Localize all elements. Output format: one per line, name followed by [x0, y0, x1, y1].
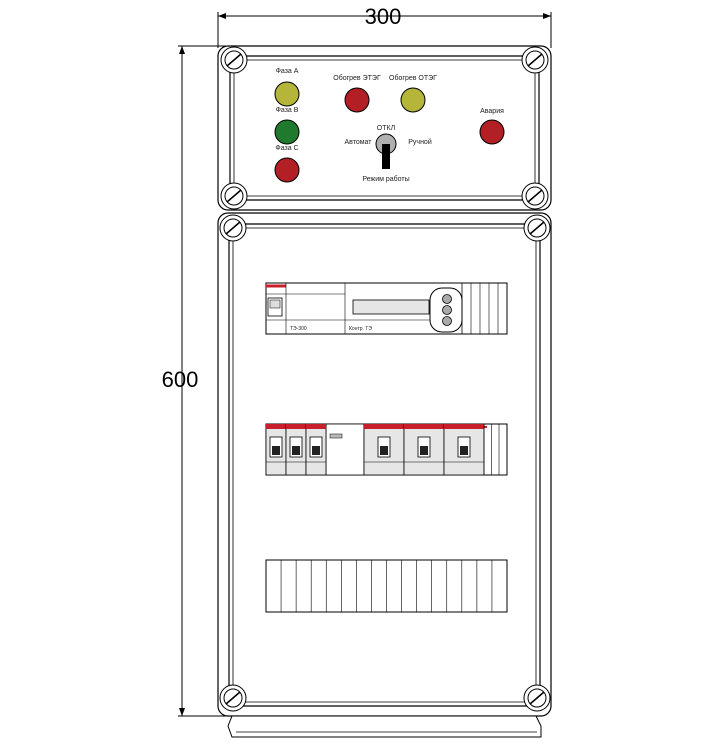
width-label: 300: [365, 4, 402, 29]
switch-manual-label: Ручной: [408, 138, 432, 146]
phase-b-label: Фаза В: [276, 107, 299, 114]
circuit-breaker[interactable]: [443, 423, 485, 476]
mode-switch[interactable]: ОТКЛ Автомат Ручной Режим работы: [344, 125, 431, 183]
breaker-handle[interactable]: [292, 446, 300, 455]
phase-c-lamp: [274, 157, 300, 183]
relay-mid-label: Контр. ТЭ: [349, 326, 372, 332]
breaker-handle[interactable]: [420, 446, 428, 455]
breaker-handle[interactable]: [312, 446, 320, 455]
controller-button-1[interactable]: [442, 294, 452, 304]
circuit-breaker[interactable]: [305, 423, 327, 476]
terminal-block: [265, 559, 508, 613]
controller-button-2[interactable]: [442, 305, 452, 315]
controller-device: ТЭ-300 Контр. ТЭ: [265, 282, 508, 335]
controller-terminals: [470, 283, 499, 334]
switch-auto-label: Автомат: [344, 139, 372, 146]
screw-icon: [220, 46, 248, 74]
breaker-handle[interactable]: [380, 446, 388, 455]
phase-a-label: Фаза А: [276, 68, 299, 75]
controller-display: [352, 299, 430, 315]
heating-oteg-lamp: [400, 87, 426, 113]
alarm-label: Авария: [480, 108, 504, 115]
alarm-lamp: [479, 119, 505, 145]
phase-b-lamp: [274, 119, 300, 145]
phase-a-lamp: [274, 81, 300, 107]
circuit-breaker[interactable]: [285, 423, 307, 476]
phase-indicators: Фаза А Фаза В Фаза С: [274, 68, 300, 183]
screw-icon: [521, 46, 549, 74]
switch-caption: Режим работы: [362, 175, 409, 183]
screw-icon: [219, 214, 247, 242]
screw-icon: [523, 214, 551, 242]
heating-etag-label: Обогрев ЭТЭГ: [333, 74, 381, 82]
width-dimension: 300: [217, 4, 552, 48]
screw-icon: [521, 182, 549, 210]
screw-icon: [523, 684, 551, 712]
switch-off-label: ОТКЛ: [377, 125, 396, 132]
screws: [219, 46, 551, 712]
controller-button-3[interactable]: [442, 316, 452, 326]
status-indicators: Обогрев ЭТЭГ Обогрев ОТЭГ Авария: [333, 74, 505, 145]
screw-icon: [220, 182, 248, 210]
breaker-row: [265, 423, 508, 476]
heating-oteg-label: Обогрев ОТЭГ: [389, 74, 437, 82]
top-panel: [217, 45, 552, 211]
breaker-handle[interactable]: [272, 446, 280, 455]
height-dimension: 600: [162, 45, 232, 717]
breaker-end-cap: [483, 424, 500, 475]
heating-etag-lamp: [344, 87, 370, 113]
phase-c-label: Фаза С: [275, 145, 298, 152]
relay-left-label: ТЭ-300: [290, 326, 307, 332]
circuit-breaker[interactable]: [265, 423, 287, 476]
screw-icon: [219, 684, 247, 712]
circuit-breaker[interactable]: [363, 423, 405, 476]
breaker-handle[interactable]: [460, 446, 468, 455]
height-label: 600: [162, 367, 199, 392]
switch-handle[interactable]: [382, 144, 390, 169]
contactor: [325, 423, 365, 476]
circuit-breaker[interactable]: [403, 423, 445, 476]
